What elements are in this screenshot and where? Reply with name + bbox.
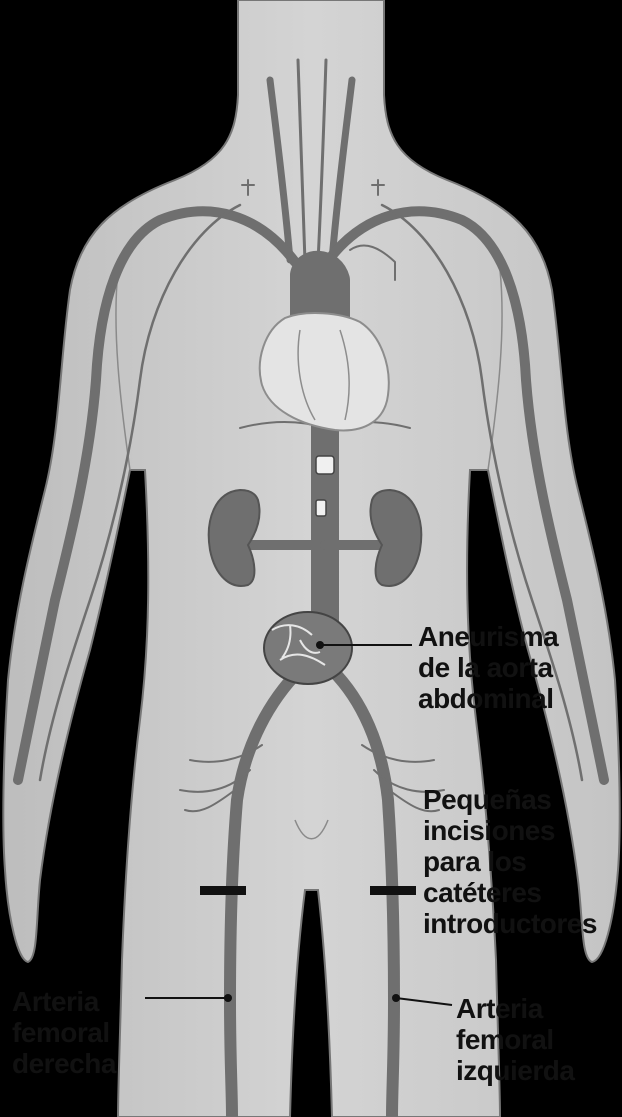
label-incisions: Pequeñas incisiones para los catéteres i… (423, 784, 597, 939)
label-right-femoral: Arteria femoral derecha (12, 986, 116, 1079)
label-aneurysm: Aneurisma de la aorta abdominal (418, 621, 558, 714)
label-right-femoral-line-3: derecha (12, 1048, 116, 1079)
label-left-femoral-line-3: izquierda (456, 1055, 574, 1086)
stent-graft-upper (316, 456, 334, 474)
label-aneurysm-line-1: Aneurisma (418, 621, 558, 652)
label-incisions-line-1: Pequeñas (423, 784, 597, 815)
label-incisions-line-3: para los (423, 846, 597, 877)
label-incisions-line-5: introductores (423, 908, 597, 939)
stent-graft-lower (316, 500, 326, 516)
dot-left-femoral (392, 994, 400, 1002)
label-incisions-line-4: catéteres (423, 877, 597, 908)
label-incisions-line-2: incisiones (423, 815, 597, 846)
label-left-femoral: Arteria femoral izquierda (456, 993, 574, 1086)
incision-marker-left (370, 886, 416, 895)
label-aneurysm-line-3: abdominal (418, 683, 558, 714)
label-right-femoral-line-2: femoral (12, 1017, 116, 1048)
incision-marker-right (200, 886, 246, 895)
aneurysm (264, 612, 352, 684)
dot-aneurysm (316, 641, 324, 649)
label-right-femoral-line-1: Arteria (12, 986, 116, 1017)
label-aneurysm-line-2: de la aorta (418, 652, 558, 683)
label-left-femoral-line-2: femoral (456, 1024, 574, 1055)
dot-right-femoral (224, 994, 232, 1002)
label-left-femoral-line-1: Arteria (456, 993, 574, 1024)
